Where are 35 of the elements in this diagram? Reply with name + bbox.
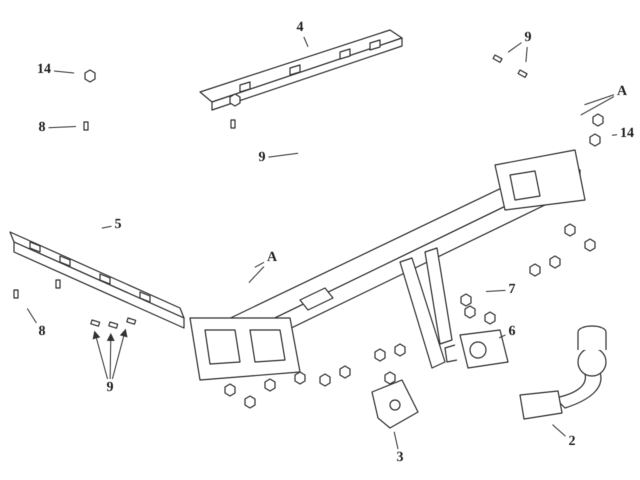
callout-number: 5: [114, 217, 122, 233]
callout-number: 4: [296, 20, 304, 36]
callout-number: 2: [568, 434, 576, 450]
leader-line: [525, 46, 528, 63]
leader-line: [106, 333, 115, 380]
leader-line: [268, 152, 299, 158]
leader-line: [303, 36, 309, 48]
leader-line: [54, 70, 75, 74]
leader-line: [254, 262, 264, 268]
leader-line: [611, 134, 618, 136]
leader-line: [580, 96, 614, 116]
callout-number: 9: [524, 30, 532, 46]
leader-line: [48, 126, 76, 128]
leader-line: [552, 424, 566, 437]
callout-number: 14: [620, 126, 634, 142]
leader-line: [584, 94, 614, 106]
callout-number: 8: [38, 120, 46, 136]
callout-number: A: [266, 250, 278, 266]
callout-number: A: [616, 84, 628, 100]
callout-number: 3: [396, 450, 404, 466]
leader-line: [508, 42, 522, 53]
callout-number: 7: [508, 282, 516, 298]
callout-number: 9: [258, 150, 266, 166]
leader-line: [92, 330, 108, 380]
callout-number: 14: [37, 62, 51, 78]
callout-number: 9: [106, 380, 114, 396]
leader-line: [485, 290, 506, 292]
leader-line: [112, 328, 128, 380]
leader-line: [26, 308, 37, 324]
leader-line: [498, 334, 506, 338]
callout-number: 6: [508, 324, 516, 340]
leader-line: [394, 431, 398, 450]
callout-number: 8: [38, 324, 46, 340]
leader-line: [248, 266, 264, 284]
leader-line: [101, 226, 112, 229]
